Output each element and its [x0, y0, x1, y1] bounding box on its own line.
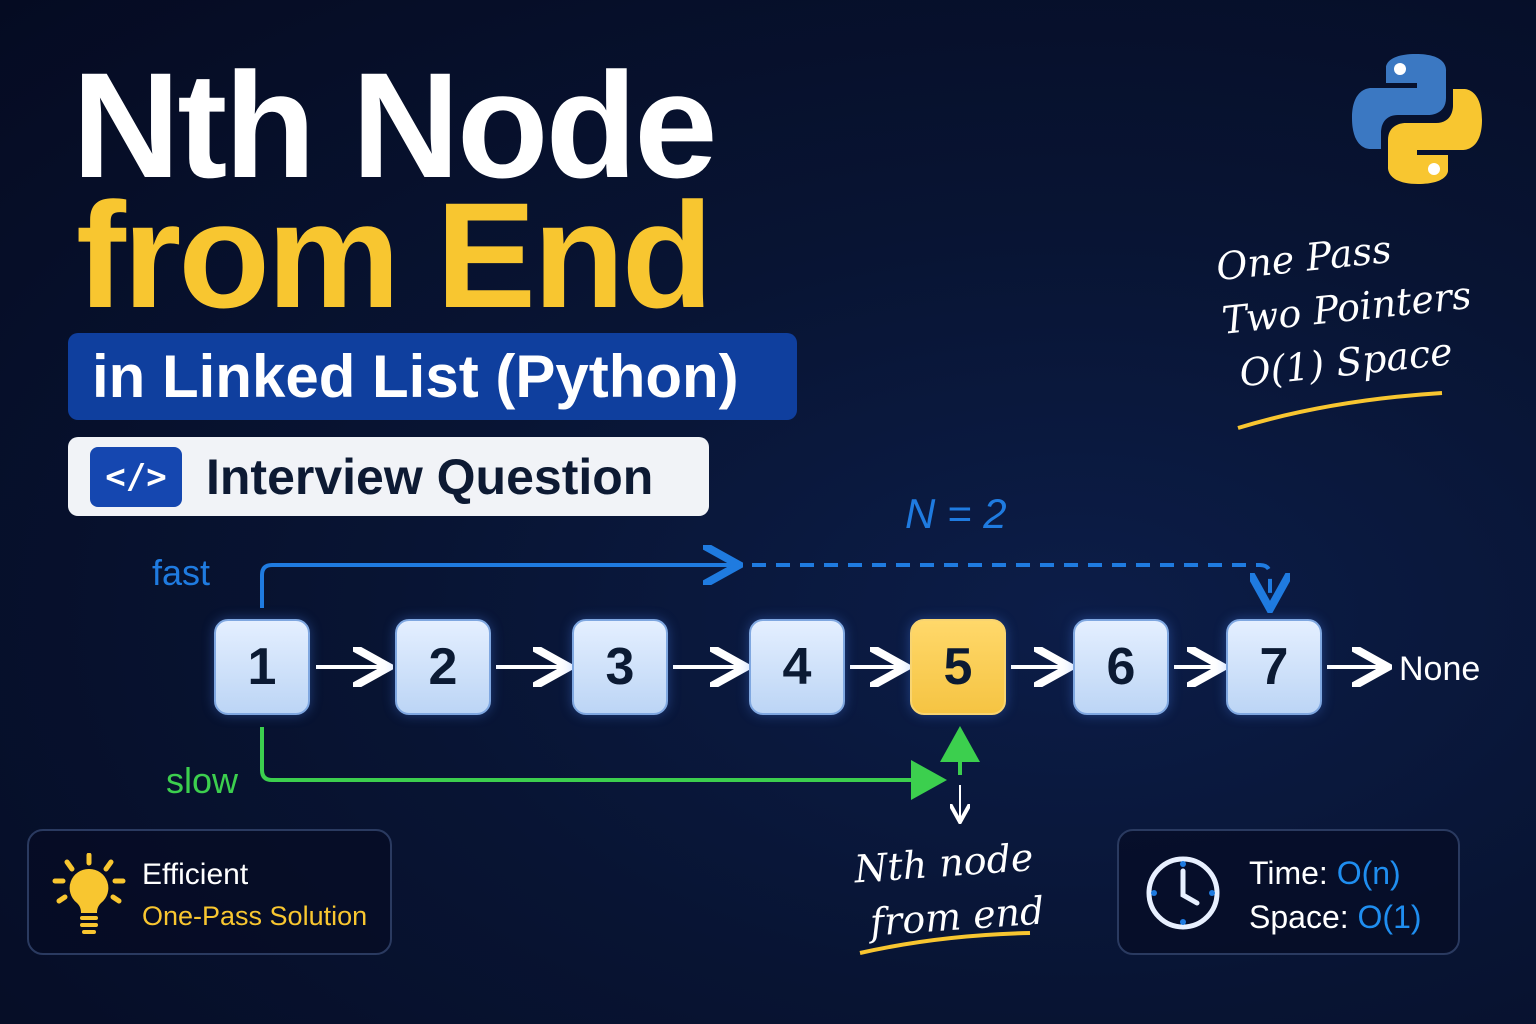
- space-complexity: Space: O(1): [1249, 899, 1422, 936]
- fast-label: fast: [152, 552, 211, 593]
- interview-badge: </> Interview Question: [68, 437, 709, 516]
- slow-path: [260, 727, 947, 800]
- efficient-card: Efficient One-Pass Solution: [27, 829, 392, 955]
- none-terminal: None: [1399, 650, 1481, 688]
- space-value: O(1): [1357, 899, 1422, 935]
- code-icon: </>: [90, 446, 182, 507]
- node-5-target: 5: [910, 619, 1006, 715]
- title-line-1: Nth Node: [72, 41, 718, 209]
- python-logo-icon: [1352, 54, 1482, 184]
- node-6: 6: [1073, 619, 1169, 715]
- time-label: Time:: [1249, 855, 1328, 891]
- badge-label: Interview Question: [206, 448, 654, 505]
- fast-path: [260, 565, 735, 608]
- node-4: 4: [749, 619, 845, 715]
- target-label: Nth node from end: [852, 830, 1046, 951]
- n-label: N = 2: [905, 490, 1007, 537]
- title-line-2: from End: [76, 171, 713, 339]
- node-2: 2: [395, 619, 491, 715]
- target-underline: [859, 931, 1031, 955]
- complexity-card: Time: O(n) Space: O(1): [1117, 829, 1460, 955]
- subtitle-banner: in Linked List (Python): [68, 333, 797, 420]
- space-label: Space:: [1249, 899, 1349, 935]
- node-3: 3: [572, 619, 668, 715]
- clock-icon: [1146, 856, 1220, 930]
- tagline-underline: [1237, 391, 1443, 430]
- subtitle: in Linked List (Python): [92, 343, 739, 410]
- efficient-title: Efficient: [142, 858, 249, 891]
- time-complexity: Time: O(n): [1249, 855, 1401, 892]
- lightbulb-icon: [52, 853, 126, 934]
- node-1: 1: [214, 619, 310, 715]
- time-value: O(n): [1336, 855, 1401, 891]
- slow-label: slow: [166, 760, 239, 801]
- fast-dashed-path: [752, 563, 1270, 605]
- node-7: 7: [1226, 619, 1322, 715]
- efficient-subtitle: One-Pass Solution: [142, 901, 368, 931]
